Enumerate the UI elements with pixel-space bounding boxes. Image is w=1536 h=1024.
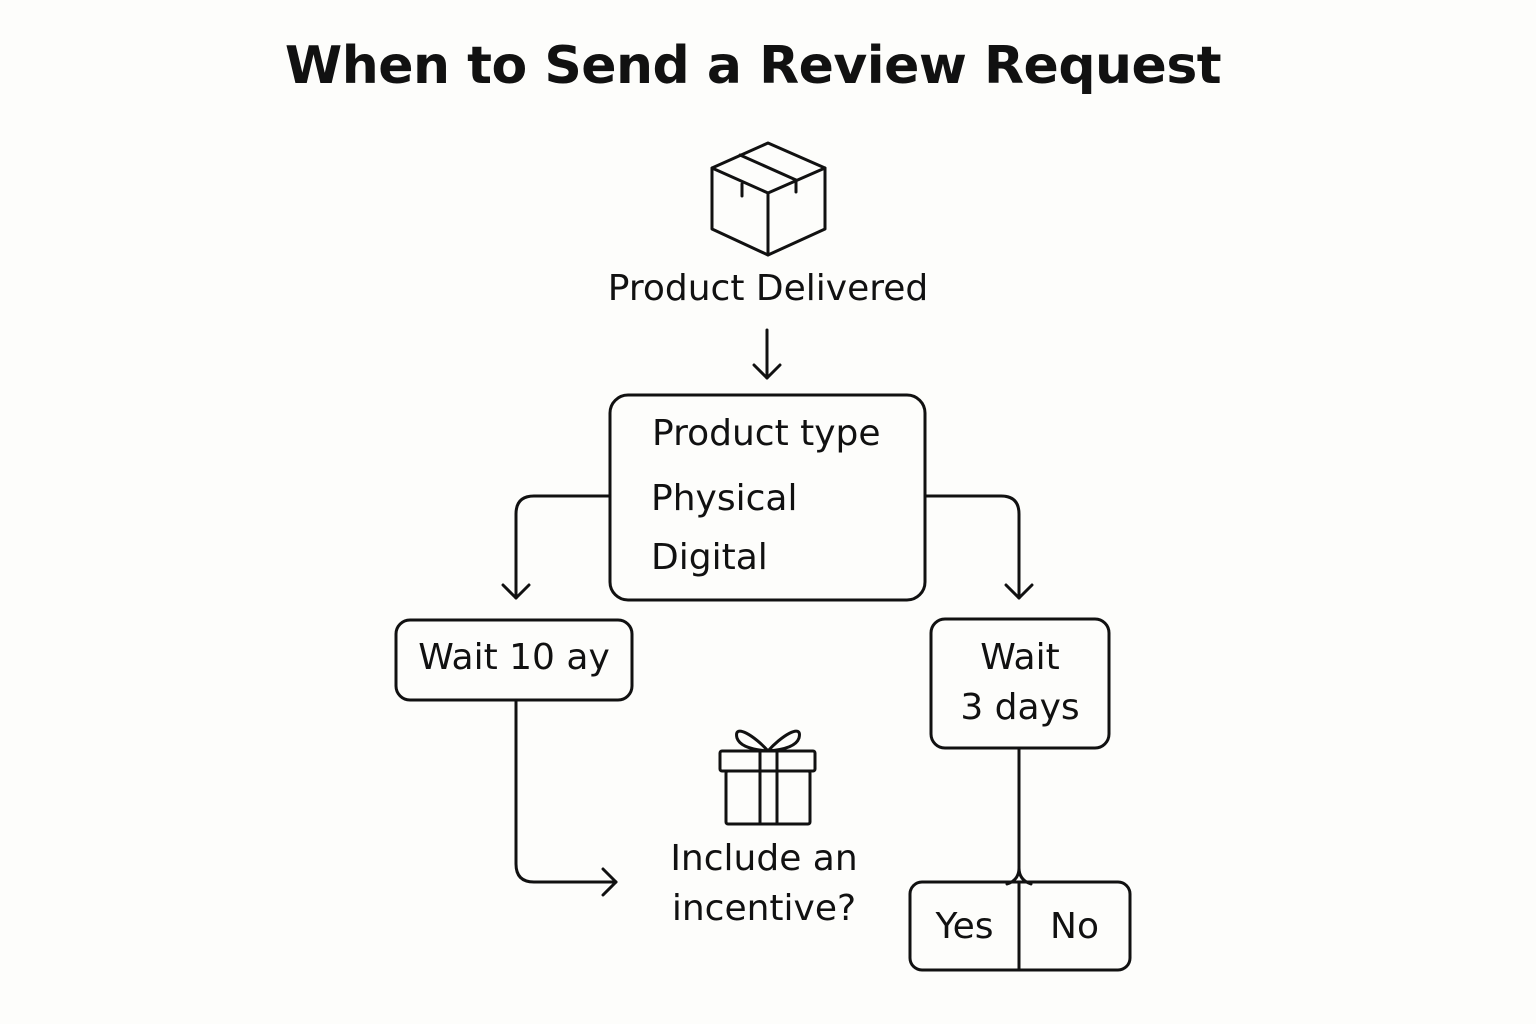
package-box-icon bbox=[710, 141, 827, 257]
arrow-decision-to-wait-right bbox=[923, 494, 1034, 600]
yes-no-box bbox=[908, 880, 1132, 972]
arrow-wait-left-to-incentive bbox=[514, 698, 618, 897]
decision-option-digital: Digital bbox=[651, 537, 768, 578]
gift-box-icon bbox=[718, 729, 817, 826]
arrow-decision-to-wait-left bbox=[501, 494, 612, 600]
wait-left-box bbox=[394, 618, 634, 702]
start-node-label: Product Delivered bbox=[607, 268, 929, 309]
decision-heading: Product type bbox=[652, 413, 881, 454]
arrow-start-to-decision bbox=[752, 328, 782, 380]
wait-right-line1: Wait bbox=[980, 637, 1060, 678]
answer-yes-label: Yes bbox=[935, 906, 994, 947]
answer-no-label: No bbox=[1050, 906, 1099, 947]
wait-right-line2: 3 days bbox=[960, 687, 1080, 728]
decision-option-physical: Physical bbox=[651, 478, 798, 519]
incentive-question-line2: incentive? bbox=[671, 888, 857, 929]
page-title: When to Send a Review Request bbox=[284, 36, 1222, 96]
wait-left-label: Wait 10 ay bbox=[418, 637, 610, 678]
connector-wait-right-to-answer bbox=[1005, 746, 1033, 886]
incentive-question-line1: Include an bbox=[670, 838, 858, 879]
